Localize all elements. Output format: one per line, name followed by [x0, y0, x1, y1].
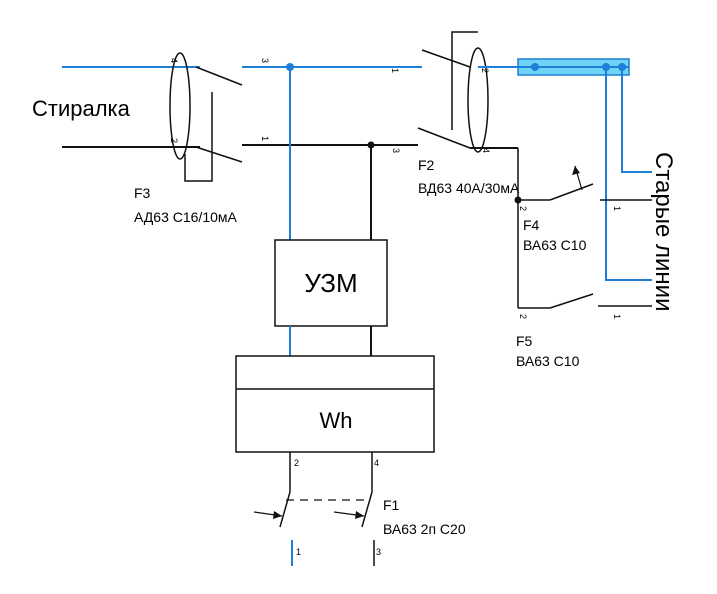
- f2-terminal-1: 1: [390, 68, 400, 73]
- f2-terminal-2: 2: [480, 68, 490, 73]
- f3-model: АД63 С16/10мА: [134, 209, 238, 225]
- f5-terminal-1: 1: [612, 314, 622, 319]
- f5-terminal-2: 2: [518, 314, 528, 319]
- meter-terminal-4: 4: [374, 458, 379, 468]
- f3-terminal-4: 4: [169, 58, 179, 63]
- f4-terminal-2: 2: [518, 206, 528, 211]
- f1-model: ВА63 2п С20: [383, 521, 466, 537]
- f2-terminal-3: 3: [391, 148, 401, 153]
- f1-terminal-3: 3: [376, 547, 381, 557]
- f3-test-circuit: [184, 92, 213, 182]
- f1-arrowhead-left: [273, 511, 282, 519]
- f3-terminal-2: 2: [169, 138, 179, 143]
- f2-name: F2: [418, 157, 435, 173]
- f2-terminal-4: 4: [481, 148, 491, 153]
- f2-toroid: [467, 47, 489, 153]
- neutral-old-line-2: [605, 67, 652, 281]
- uzm-relay: [274, 239, 388, 327]
- f3-name: F3: [134, 185, 151, 201]
- f3-contact-top: [195, 66, 243, 86]
- f3-terminal-1: 1: [260, 136, 270, 141]
- f1-contact-left: [279, 491, 291, 528]
- f4-arrowhead: [572, 166, 580, 175]
- f4-model: ВА63 С10: [523, 237, 587, 253]
- f4-terminal-1: 1: [612, 206, 622, 211]
- f1-arrowhead-right: [355, 511, 364, 519]
- f1-contact-right: [361, 491, 373, 528]
- f5-breaker: 2 1: [518, 293, 652, 319]
- old-lines-label: Старые линии: [650, 152, 677, 312]
- f2-test-circuit: [451, 31, 478, 130]
- f1-name: F1: [383, 497, 400, 513]
- uzm-label: УЗМ: [304, 268, 357, 298]
- meter-terminal-2: 2: [294, 458, 299, 468]
- f1-terminal-1: 1: [296, 547, 301, 557]
- f2-rcd: 1 3 2 4: [390, 31, 491, 153]
- f2-contact-bottom: [417, 127, 471, 149]
- f5-model: ВА63 С10: [516, 353, 580, 369]
- energy-meter: [235, 355, 435, 453]
- f4-contact: [549, 183, 594, 201]
- f5-contact: [549, 293, 594, 309]
- f5-name: F5: [516, 333, 533, 349]
- neutral-old-line-1: [621, 67, 652, 173]
- f4-breaker: 2 1: [518, 165, 652, 211]
- f4-name: F4: [523, 217, 540, 233]
- f2-contact-top: [421, 49, 471, 68]
- f3-toroid: [169, 52, 191, 160]
- f3-breaker: 4 2 3 1: [169, 52, 270, 182]
- f1-breaker: 1 3: [253, 491, 381, 566]
- meter-label: Wh: [320, 408, 353, 433]
- busbar-terminal-1: [531, 63, 539, 71]
- f3-contact-bottom: [195, 146, 243, 163]
- washer-label: Стиралка: [32, 96, 131, 121]
- f2-model: ВД63 40А/30мА: [418, 180, 520, 196]
- f3-terminal-3: 3: [260, 58, 270, 63]
